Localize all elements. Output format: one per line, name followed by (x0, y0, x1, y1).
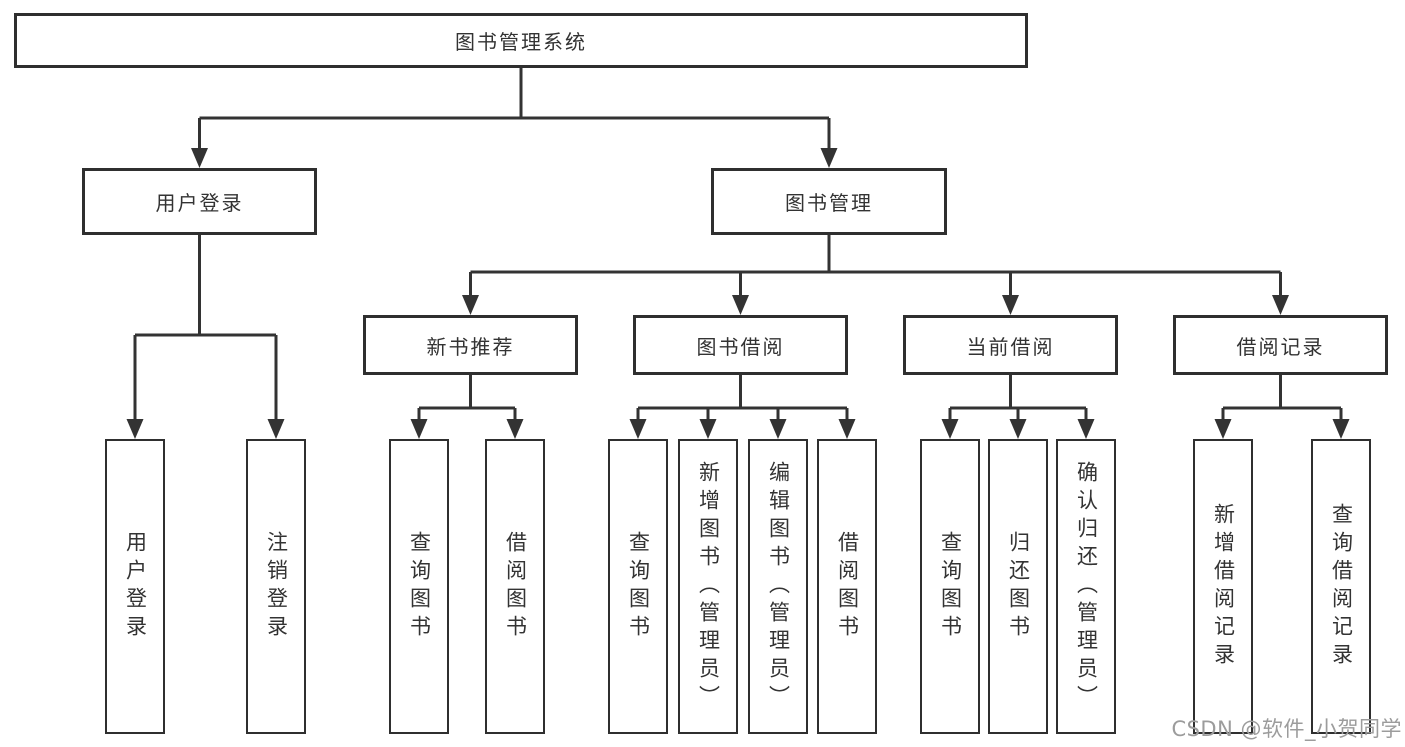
arrowhead-icon (410, 419, 428, 439)
node-label: 新增借阅记录 (1211, 502, 1236, 671)
arrowhead-icon (267, 419, 285, 439)
connector-book-mgmt-to-level3 (462, 235, 1289, 315)
node-label: 查询借阅记录 (1329, 502, 1354, 671)
node-label: 注销登录 (264, 530, 289, 643)
connector-book-borrow-branch (629, 375, 856, 439)
leaf-user-login: 用户登录 (105, 439, 165, 734)
node-book-management: 图书管理 (711, 168, 947, 235)
leaf-bb-add-book-admin: 新增图书（管理员） (678, 439, 738, 734)
connector-new-book-rec-branch (410, 375, 524, 439)
leaf-logout: 注销登录 (246, 439, 306, 734)
node-label: 新书推荐 (426, 334, 515, 359)
arrowhead-icon (126, 419, 144, 439)
node-label: 图书借阅 (696, 334, 785, 359)
arrowhead-icon (1272, 295, 1289, 315)
connector-current-borrow-branch (941, 375, 1095, 439)
arrowhead-icon (941, 419, 959, 439)
leaf-cb-confirm-return-admin: 确认归还（管理员） (1056, 439, 1116, 734)
node-label: 编辑图书（管理员） (766, 460, 791, 713)
arrowhead-icon (820, 148, 838, 168)
node-label: 借阅图书 (835, 530, 860, 643)
arrowhead-icon (1077, 419, 1095, 439)
node-label: 查询图书 (938, 530, 963, 643)
leaf-br-query-record: 查询借阅记录 (1311, 439, 1371, 734)
arrowhead-icon (732, 295, 749, 315)
leaf-cb-return-book: 归还图书 (988, 439, 1048, 734)
node-label: 图书管理系统 (455, 30, 587, 54)
arrowhead-icon (1009, 419, 1027, 439)
node-label: 用户登录 (155, 191, 244, 215)
arrowhead-icon (699, 419, 717, 439)
node-label: 图书管理 (785, 191, 873, 215)
node-label: 查询图书 (626, 530, 651, 643)
arrowhead-icon (1332, 419, 1350, 439)
node-label: 新增图书（管理员） (696, 460, 721, 713)
csdn-watermark: CSDN @软件_小贺同学 (1171, 717, 1402, 741)
node-new-book-recommend: 新书推荐 (363, 315, 578, 375)
arrowhead-icon (769, 419, 787, 439)
arrowhead-icon (1214, 419, 1232, 439)
node-label: 归还图书 (1006, 530, 1031, 643)
node-book-borrow: 图书借阅 (633, 315, 848, 375)
node-label: 用户登录 (123, 530, 148, 643)
leaf-br-add-record: 新增借阅记录 (1193, 439, 1253, 734)
node-label: 当前借阅 (966, 334, 1055, 359)
node-current-borrow: 当前借阅 (903, 315, 1118, 375)
leaf-nbr-borrow-book: 借阅图书 (485, 439, 545, 734)
leaf-cb-query-book: 查询图书 (920, 439, 980, 734)
connector-borrow-records-branch (1214, 375, 1350, 439)
leaf-nbr-query-book: 查询图书 (389, 439, 449, 734)
node-user-login: 用户登录 (82, 168, 317, 235)
arrowhead-icon (191, 148, 208, 168)
node-label: 确认归还（管理员） (1074, 460, 1099, 713)
arrowhead-icon (1002, 295, 1019, 315)
arrowhead-icon (506, 419, 524, 439)
leaf-bb-query-book: 查询图书 (608, 439, 668, 734)
connector-root-to-level2 (191, 68, 838, 168)
arrowhead-icon (462, 295, 479, 315)
leaf-bb-edit-book-admin: 编辑图书（管理员） (748, 439, 808, 734)
node-label: 借阅记录 (1236, 334, 1325, 359)
leaf-bb-borrow-book: 借阅图书 (817, 439, 877, 734)
node-root-system: 图书管理系统 (14, 13, 1028, 68)
arrowhead-icon (629, 419, 647, 439)
node-borrow-records: 借阅记录 (1173, 315, 1388, 375)
node-label: 借阅图书 (503, 530, 528, 643)
connector-user-login-branch (126, 235, 285, 439)
node-label: 查询图书 (407, 530, 432, 643)
arrowhead-icon (838, 419, 856, 439)
